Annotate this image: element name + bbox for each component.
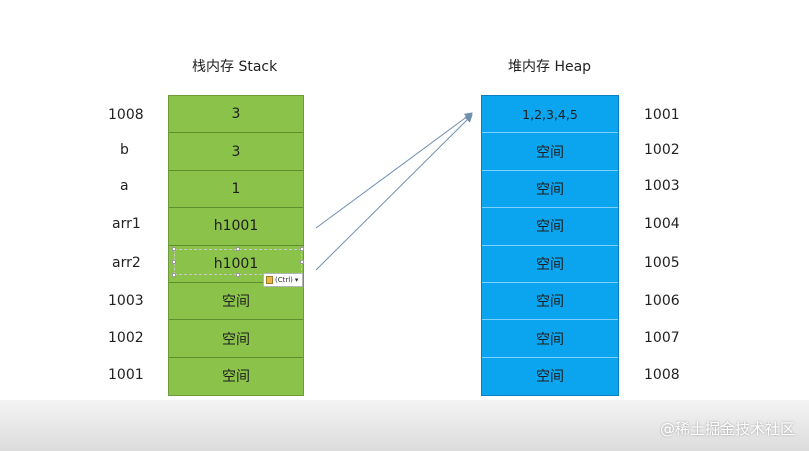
chevron-down-icon: ▾: [294, 276, 299, 284]
stack-row-label: b: [120, 142, 129, 158]
stack-cell: 3: [169, 96, 303, 134]
stack-title: 栈内存 Stack: [192, 59, 278, 75]
stack-cell: h1001: [169, 208, 303, 246]
paste-options-label: (Ctrl): [275, 276, 293, 284]
resize-handle[interactable]: [236, 273, 240, 277]
heap-cell: 空间: [482, 208, 618, 246]
heap-cell: 空间: [482, 245, 618, 283]
clipboard-icon: [266, 276, 273, 284]
stack-row-label: 1002: [108, 330, 144, 346]
watermark: @稀土掘金技术社区: [659, 420, 795, 438]
heap-row-label: 1004: [644, 216, 680, 232]
stack-row-label: 1003: [108, 293, 144, 309]
heap-cell: 空间: [482, 170, 618, 209]
heap-row-label: 1001: [644, 107, 680, 123]
stack-cell: 空间: [169, 282, 303, 321]
stack-cell: 3: [169, 133, 303, 171]
stack-cell: 空间: [169, 320, 303, 358]
heap-row-label: 1007: [644, 330, 680, 346]
heap-row-label: 1006: [644, 293, 680, 309]
stack-memory-column: 3 3 1 h1001 h1001 空间 空间 空间: [168, 95, 304, 397]
heap-memory-column: 1,2,3,4,5 空间 空间 空间 空间 空间 空间 空间: [481, 95, 619, 397]
heap-cell: 空间: [482, 357, 618, 396]
stack-row-label: arr2: [112, 255, 141, 271]
stack-row-label: a: [120, 178, 129, 194]
heap-cell: 空间: [482, 282, 618, 321]
text-box-selection[interactable]: [172, 247, 304, 277]
heap-title: 堆内存 Heap: [508, 59, 592, 75]
bottom-shadow-band: [0, 400, 809, 451]
stack-row-label: arr1: [112, 216, 141, 232]
stack-row-label: 1008: [108, 107, 144, 123]
paste-options-button[interactable]: (Ctrl) ▾: [263, 273, 303, 287]
resize-handle[interactable]: [300, 247, 304, 251]
resize-handle[interactable]: [172, 260, 176, 264]
heap-cell: 1,2,3,4,5: [482, 96, 618, 134]
heap-cell: 空间: [482, 133, 618, 171]
heap-row-label: 1003: [644, 178, 680, 194]
arrow-arr1-to-heap: [315, 112, 473, 229]
heap-cell: 空间: [482, 320, 618, 358]
stack-row-label: 1001: [108, 367, 144, 383]
heap-row-label: 1008: [644, 367, 680, 383]
resize-handle[interactable]: [172, 247, 176, 251]
resize-handle[interactable]: [236, 247, 240, 251]
stack-cell: 空间: [169, 357, 303, 396]
heap-row-label: 1005: [644, 255, 680, 271]
heap-row-label: 1002: [644, 142, 680, 158]
resize-handle[interactable]: [300, 260, 304, 264]
resize-handle[interactable]: [172, 273, 176, 277]
arrow-arr2-to-heap: [315, 114, 473, 271]
stack-cell: 1: [169, 170, 303, 209]
